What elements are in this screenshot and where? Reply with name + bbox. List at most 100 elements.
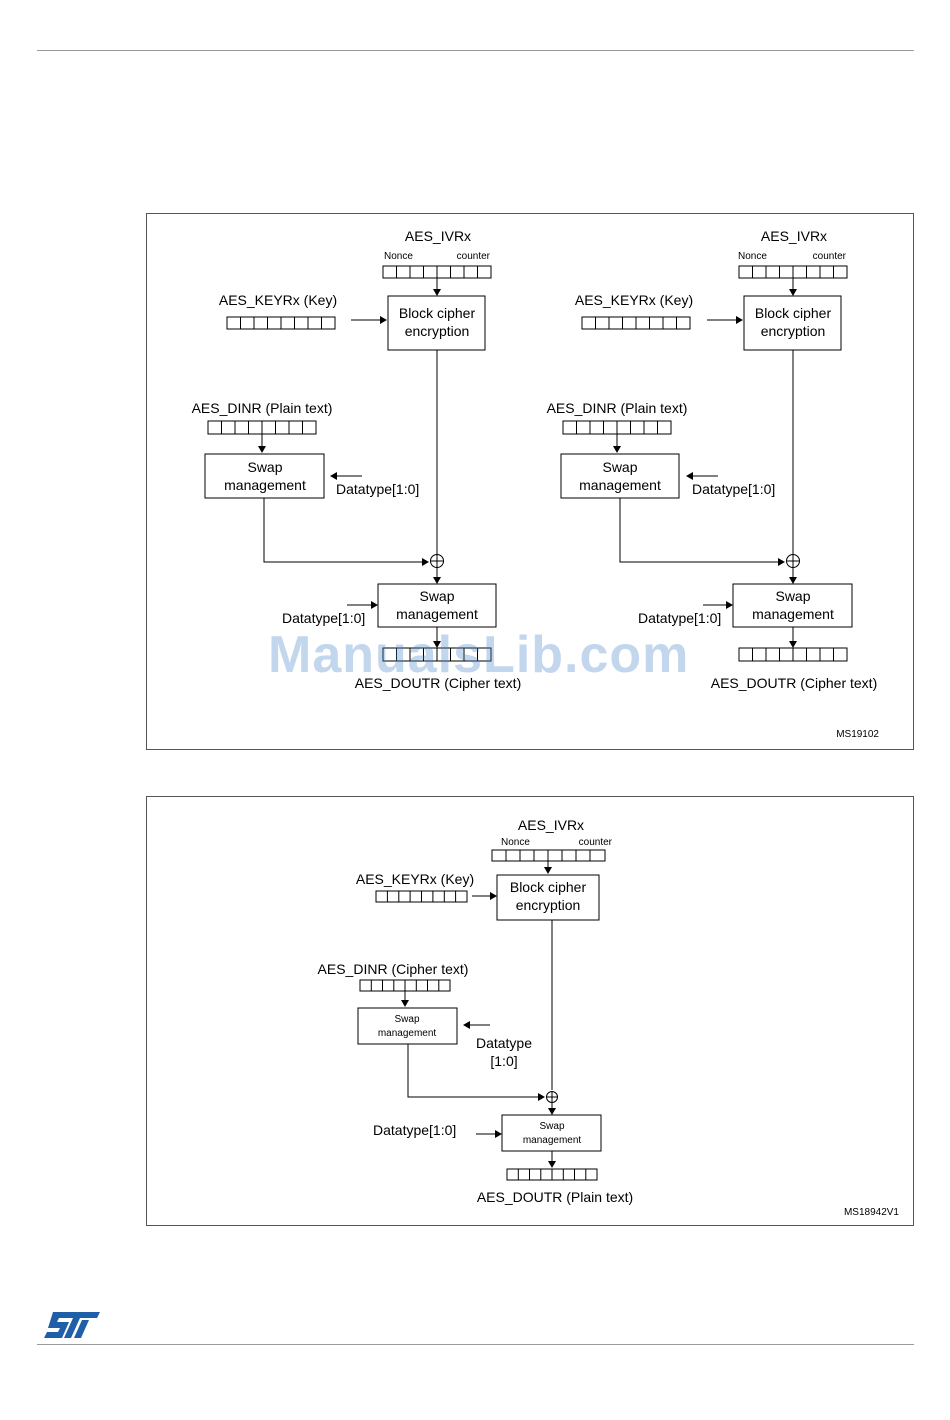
arrow-head	[726, 601, 733, 609]
data-output-register	[738, 647, 848, 662]
arrow-head	[330, 472, 337, 480]
st-logo-icon	[44, 1312, 100, 1338]
arrow-head	[380, 316, 387, 324]
key-register	[581, 316, 691, 330]
xor-icon	[786, 554, 800, 568]
figure-2-diagram: AES_IVRx Nonce counter AES_KEYRx (Key) B…	[318, 817, 900, 1218]
swap-label: Swap	[394, 1014, 419, 1025]
block-cipher-label: encryption	[516, 897, 581, 913]
data-output-label: AES_DOUTR (Cipher text)	[711, 675, 877, 691]
data-output-register	[382, 647, 492, 662]
right-path: AES_IVRx Nonce counter AES_KEYRx (Key) B…	[547, 228, 878, 691]
datatype-label: Datatype[1:0]	[373, 1122, 456, 1138]
block-cipher-box	[496, 874, 600, 921]
swap-label: Swap	[539, 1121, 564, 1132]
arrow-head	[433, 641, 441, 648]
datatype-label: Datatype[1:0]	[336, 481, 419, 497]
block-cipher-label: encryption	[761, 323, 826, 339]
iv-register-label: AES_IVRx	[405, 228, 471, 244]
iv-register	[491, 849, 606, 862]
data-input-register	[207, 420, 317, 435]
data-output-label: AES_DOUTR (Cipher text)	[355, 675, 521, 691]
block-cipher-label: encryption	[405, 323, 470, 339]
swap-input-box	[357, 1007, 458, 1045]
swap-output-box	[732, 583, 853, 628]
arrow-head	[544, 867, 552, 874]
swap-label: Swap	[602, 459, 637, 475]
data-output-label: AES_DOUTR (Plain text)	[477, 1189, 633, 1205]
swap-input-box	[204, 453, 325, 499]
arrow-head	[490, 892, 497, 900]
swap-output-box	[377, 583, 497, 628]
iv-register-label: AES_IVRx	[761, 228, 827, 244]
swap-label: management	[579, 477, 661, 493]
block-cipher-label: Block cipher	[399, 305, 476, 321]
counter-label: counter	[579, 837, 613, 848]
swap-label: Swap	[247, 459, 282, 475]
arrow-head	[371, 601, 378, 609]
data-input-register	[359, 979, 451, 992]
figure-id-label: MS19102	[836, 729, 879, 740]
swap-label: management	[752, 606, 834, 622]
iv-register-label: AES_IVRx	[518, 817, 584, 833]
arrow-head	[548, 1108, 556, 1115]
left-path: AES_IVRx Nonce counter AES_KEYRx (Key) B…	[192, 228, 522, 691]
swap-label: management	[224, 477, 306, 493]
block-cipher-label: Block cipher	[510, 879, 587, 895]
data-input-label: AES_DINR (Cipher text)	[318, 961, 469, 977]
arrow-head	[736, 316, 743, 324]
iv-register	[382, 265, 492, 279]
figure-ctr-decryption: AES_IVRx Nonce counter AES_KEYRx (Key) B…	[146, 796, 914, 1226]
data-output-register	[506, 1168, 598, 1181]
counter-label: counter	[813, 251, 847, 262]
block-cipher-label: Block cipher	[755, 305, 832, 321]
key-register	[226, 316, 336, 330]
arrow-head	[422, 558, 429, 566]
arrow-head	[495, 1130, 502, 1138]
block-cipher-box	[743, 295, 842, 351]
iv-register	[738, 265, 848, 279]
arrow-head	[778, 558, 785, 566]
arrow-head	[789, 289, 797, 296]
datatype-label: Datatype[1:0]	[638, 610, 721, 626]
arrow-head	[401, 1000, 409, 1007]
arrow-head	[258, 446, 266, 453]
swap-label: management	[523, 1135, 582, 1146]
figure-ctr-encryption: AES_IVRx Nonce counter AES_KEYRx (Key) B…	[146, 213, 914, 750]
swap-label: Swap	[775, 588, 810, 604]
arrow-head	[463, 1021, 470, 1029]
arrow-head	[789, 577, 797, 584]
watermark: ManualsLib.com	[268, 626, 690, 684]
xor-icon	[546, 1091, 558, 1103]
data-input-label: AES_DINR (Plain text)	[192, 400, 333, 416]
datatype-label: Datatype[1:0]	[692, 481, 775, 497]
arrow-head	[789, 641, 797, 648]
swap-label: management	[378, 1028, 437, 1039]
arrow-head	[433, 577, 441, 584]
data-input-register	[562, 420, 672, 435]
nonce-label: Nonce	[384, 251, 413, 262]
key-register-label: AES_KEYRx (Key)	[356, 871, 474, 887]
figure-id-label: MS18942V1	[844, 1207, 899, 1218]
swap-label: Swap	[419, 588, 454, 604]
arrow-head	[686, 472, 693, 480]
arrow-head	[538, 1093, 545, 1101]
key-register	[375, 890, 468, 903]
arrow-head	[613, 446, 621, 453]
xor-icon	[430, 554, 444, 568]
datatype-label: Datatype[1:0]	[282, 610, 365, 626]
key-register-label: AES_KEYRx (Key)	[219, 292, 337, 308]
datatype-label: Datatype	[476, 1035, 532, 1051]
st-logo[interactable]	[44, 1310, 102, 1345]
counter-label: counter	[457, 251, 491, 262]
nonce-label: Nonce	[738, 251, 767, 262]
data-input-label: AES_DINR (Plain text)	[547, 400, 688, 416]
swap-label: management	[396, 606, 478, 622]
key-register-label: AES_KEYRx (Key)	[575, 292, 693, 308]
arrow-head	[548, 1161, 556, 1168]
figure-1-diagram: AES_IVRx Nonce counter AES_KEYRx (Key) B…	[192, 228, 880, 740]
nonce-label: Nonce	[501, 837, 530, 848]
arrow-head	[433, 289, 441, 296]
header-rule	[37, 50, 914, 51]
swap-input-box	[560, 453, 680, 499]
